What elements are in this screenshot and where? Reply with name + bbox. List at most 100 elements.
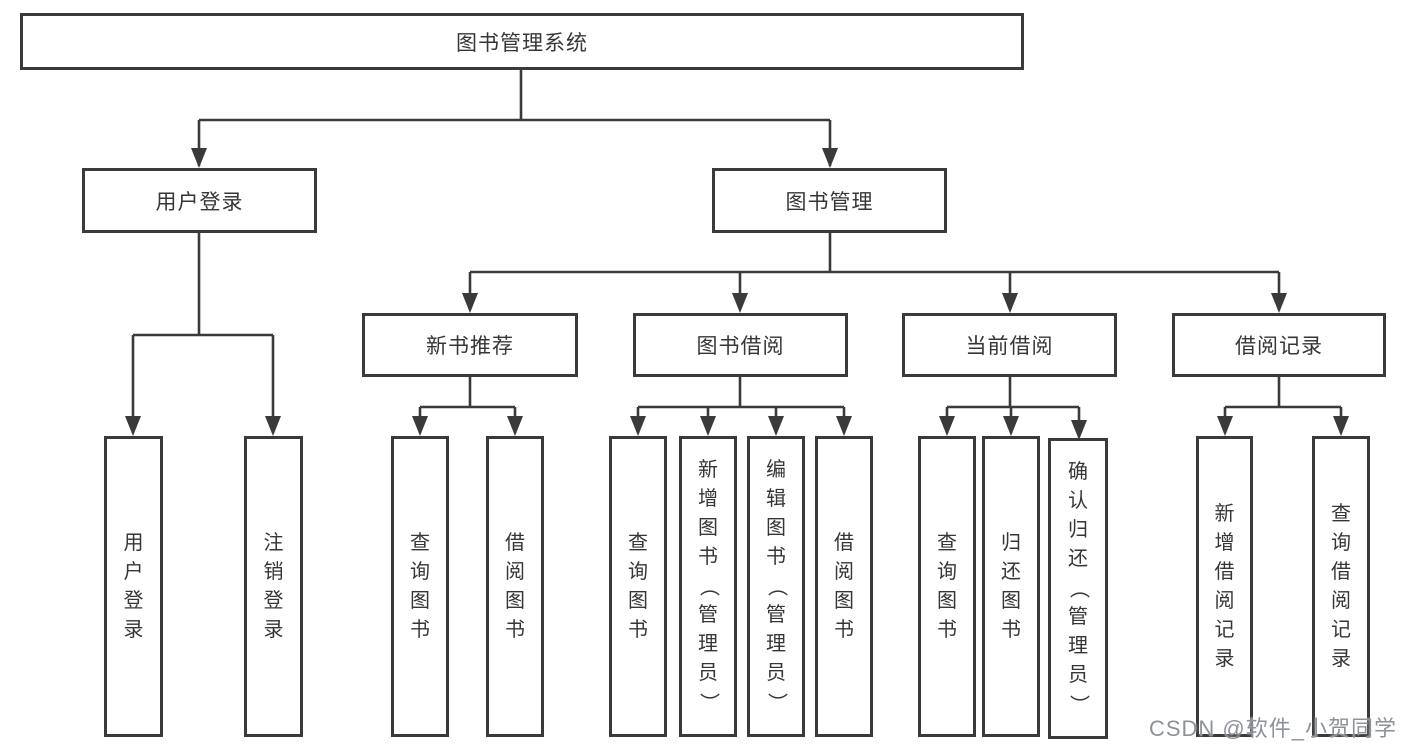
- node-book-borrow: 图书借阅: [633, 313, 848, 377]
- vertical-char: 借: [1214, 560, 1235, 583]
- node-borrow-records-label: 借阅记录: [1235, 335, 1323, 358]
- node-user-login-label: 用户登录: [155, 190, 244, 214]
- vertical-char: 询: [1331, 531, 1351, 554]
- vertical-char: 注: [263, 531, 284, 554]
- connector-path: [131, 69, 1343, 436]
- node-current-borrow: 当前借阅: [902, 313, 1117, 377]
- arrowhead-down: [836, 416, 852, 436]
- leaf-current-query-book: 查询图书: [918, 436, 976, 737]
- arrowhead-down: [1002, 293, 1018, 313]
- arrowhead-down: [1003, 416, 1019, 436]
- vertical-char: 辑: [766, 488, 786, 510]
- arrowhead-down: [507, 416, 523, 436]
- vertical-char: 询: [410, 560, 430, 583]
- vertical-char: 阅: [1214, 589, 1235, 612]
- vertical-char: 编: [766, 459, 786, 481]
- vertical-char: 登: [263, 589, 284, 612]
- node-library-system-label: 图书管理系统: [456, 31, 588, 55]
- vertical-char: 书: [505, 618, 525, 641]
- vertical-char: 还: [1001, 560, 1021, 583]
- vertical-char: 查: [410, 531, 430, 554]
- vertical-char: 询: [628, 560, 648, 583]
- vertical-char: 借: [834, 531, 854, 554]
- arrowhead-down: [1217, 416, 1233, 436]
- vertical-char: 管: [698, 604, 718, 626]
- arrowhead-down: [732, 293, 748, 313]
- arrowhead-down: [462, 293, 478, 313]
- vertical-char: 录: [123, 618, 144, 641]
- vertical-char: 询: [937, 560, 957, 583]
- vertical-char: 理: [698, 633, 718, 655]
- leaf-borrow-borrow-book: 借阅图书: [815, 436, 873, 737]
- vertical-char: 借: [1331, 560, 1351, 583]
- node-book-management: 图书管理: [712, 168, 947, 233]
- leaf-borrow-query-book: 查询图书: [609, 436, 667, 737]
- vertical-char: ）: [1067, 694, 1090, 715]
- vertical-char: 书: [937, 618, 957, 641]
- vertical-char: ）: [697, 692, 720, 713]
- vertical-char: 登: [123, 589, 144, 612]
- node-current-borrow-label: 当前借阅: [965, 335, 1054, 358]
- leaf-current-return-book: 归还图书: [982, 436, 1040, 737]
- arrowhead-down: [1333, 416, 1349, 436]
- vertical-char: 理: [1068, 635, 1088, 657]
- vertical-char: 新: [1214, 502, 1235, 525]
- vertical-char: 录: [263, 618, 284, 641]
- leaf-newbooks-borrow-book: 借阅图书: [486, 436, 544, 737]
- vertical-char: 增: [698, 488, 718, 510]
- vertical-char: 查: [937, 531, 957, 554]
- vertical-char: 确: [1068, 461, 1088, 483]
- vertical-char: （: [765, 576, 788, 597]
- vertical-char: 记: [1214, 618, 1235, 641]
- vertical-char: （: [1067, 578, 1090, 599]
- vertical-char: 书: [1001, 618, 1021, 641]
- leaf-logout: 注销登录: [244, 436, 303, 737]
- vertical-char: 图: [698, 517, 718, 539]
- leaf-newbooks-query-book: 查询图书: [391, 436, 449, 737]
- vertical-char: 员: [1068, 664, 1088, 686]
- arrowhead-down: [412, 416, 428, 436]
- vertical-char: 书: [410, 618, 430, 641]
- node-borrow-records: 借阅记录: [1172, 313, 1386, 377]
- vertical-char: 归: [1001, 531, 1021, 554]
- node-new-book-recommend: 新书推荐: [362, 313, 578, 377]
- vertical-char: 书: [834, 618, 854, 641]
- csdn-watermark: CSDN @软件_小贺同学: [1148, 716, 1397, 741]
- vertical-char: 销: [263, 560, 284, 583]
- arrowhead-down: [125, 416, 141, 436]
- vertical-char: 录: [1331, 647, 1351, 670]
- vertical-char: 图: [628, 589, 648, 612]
- vertical-char: 记: [1331, 618, 1351, 641]
- leaf-user-login: 用户登录: [104, 436, 163, 737]
- vertical-char: 理: [766, 633, 786, 655]
- node-book-borrow-label: 图书借阅: [696, 335, 785, 358]
- arrowhead-down: [939, 416, 955, 436]
- vertical-char: 管: [766, 604, 786, 626]
- leaf-records-query-record: 查询借阅记录: [1312, 436, 1370, 737]
- node-book-management-label: 图书管理: [785, 190, 874, 214]
- connector-arrows: [125, 148, 1349, 440]
- vertical-char: 书: [628, 618, 648, 641]
- vertical-char: 员: [766, 662, 786, 684]
- node-user-login: 用户登录: [82, 168, 317, 233]
- vertical-char: 归: [1068, 519, 1088, 541]
- vertical-char: 图: [937, 589, 957, 612]
- arrowhead-down: [1071, 420, 1087, 440]
- vertical-char: 图: [410, 589, 430, 612]
- vertical-char: 管: [1068, 606, 1088, 628]
- vertical-char: 新: [698, 459, 718, 481]
- vertical-char: 图: [1001, 589, 1021, 612]
- arrowhead-down: [768, 416, 784, 436]
- vertical-char: 用: [123, 531, 144, 554]
- vertical-char: 增: [1214, 531, 1235, 554]
- node-new-book-recommend-label: 新书推荐: [426, 335, 514, 358]
- vertical-char: 查: [1331, 502, 1351, 525]
- vertical-char: 图: [834, 589, 854, 612]
- leaf-borrow-edit-book-admin: 编辑图书（管理员）: [747, 436, 805, 737]
- arrowhead-down: [630, 416, 646, 436]
- vertical-char: 户: [123, 560, 144, 583]
- arrowhead-down: [1271, 293, 1287, 313]
- vertical-char: 阅: [1331, 589, 1351, 612]
